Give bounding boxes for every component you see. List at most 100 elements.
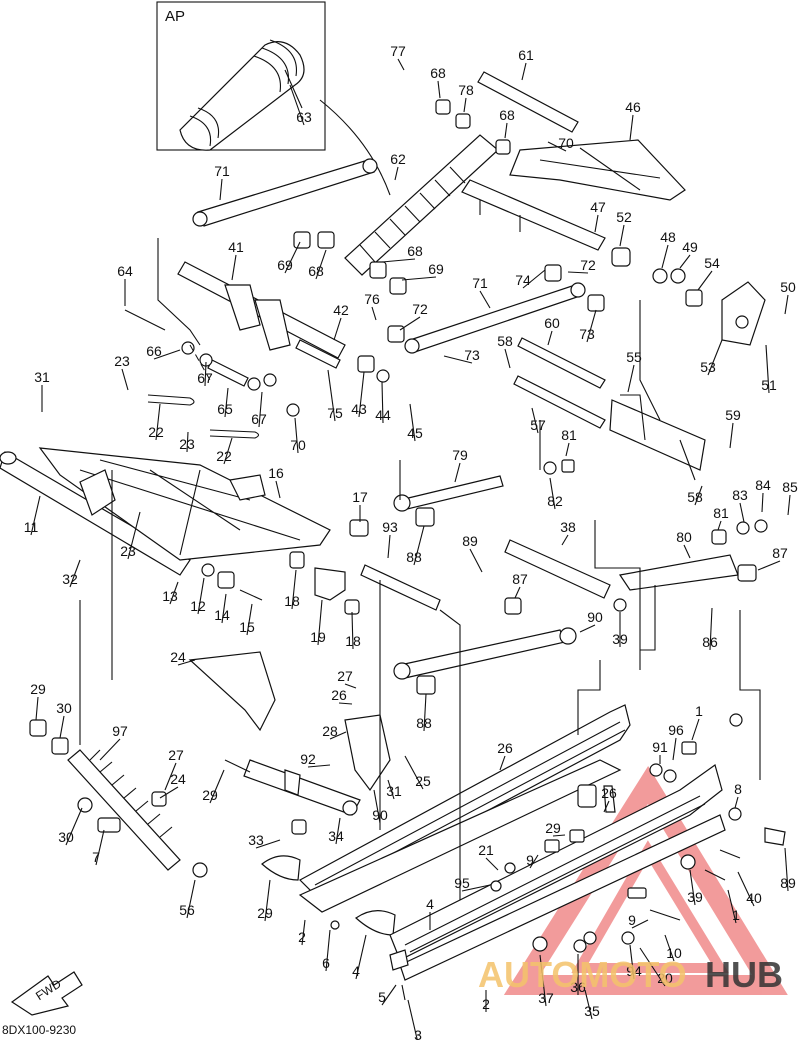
callout-leader: [661, 244, 669, 269]
callout: 62: [390, 151, 406, 181]
callout-leader: [547, 141, 567, 152]
callout: 90: [372, 789, 388, 824]
callout-number: 9: [628, 912, 636, 928]
callout: 84: [755, 477, 771, 513]
callout-leader: [264, 879, 271, 922]
callout-number: 68: [308, 263, 324, 279]
callout-leader: [737, 871, 755, 907]
callout-number: 70: [290, 437, 306, 453]
callout-number: 82: [547, 493, 563, 509]
callout: 23: [120, 511, 141, 560]
callout: 27: [164, 747, 184, 791]
callout: 68: [381, 243, 423, 263]
callout: 68: [430, 65, 446, 99]
callout-leader: [59, 715, 65, 739]
callout-number: 81: [561, 427, 577, 443]
callout-leader: [197, 577, 205, 615]
callout-number: 86: [702, 634, 718, 650]
callout: 43: [351, 371, 367, 418]
callout-leader: [99, 738, 121, 761]
callout-number: 29: [545, 820, 561, 836]
callout-leader: [255, 839, 281, 849]
callout-number: 67: [251, 411, 267, 427]
callout: 24: [170, 649, 196, 666]
callout-number: 16: [268, 465, 284, 481]
callout-leader: [514, 586, 521, 599]
callout: 78: [458, 82, 474, 113]
callout: 26: [601, 785, 617, 813]
callout-leader: [358, 371, 365, 418]
callout-number: 97: [112, 723, 128, 739]
callout: 22: [216, 437, 233, 465]
callout-number: 84: [755, 477, 771, 493]
callout-number: 29: [30, 681, 46, 697]
callout: 31: [34, 369, 50, 412]
callout-number: 90: [372, 807, 388, 823]
callout: 53: [700, 339, 723, 376]
callout-leader: [485, 857, 499, 871]
callout-leader: [127, 511, 141, 560]
callout-number: 93: [382, 519, 398, 535]
callout: 92: [300, 751, 331, 768]
callout: 55: [626, 349, 642, 393]
callout: 87: [757, 545, 788, 571]
callout-number: 19: [310, 629, 326, 645]
callout-number: 80: [676, 529, 692, 545]
callout-number: 54: [704, 255, 720, 271]
callout-leader: [443, 355, 473, 364]
callout-leader: [186, 431, 189, 453]
callout: 95: [454, 875, 491, 892]
callout-number: 56: [179, 902, 195, 918]
callout: 57: [530, 407, 546, 434]
callout-number: 31: [386, 783, 402, 799]
callout-number: 81: [713, 505, 729, 521]
callout-number: 90: [587, 609, 603, 625]
callout: 9: [628, 912, 649, 929]
callout-number: 77: [390, 43, 406, 59]
callout-number: 47: [590, 199, 606, 215]
callout: 96: [668, 722, 684, 761]
callout-leader: [679, 254, 691, 269]
callout-leader: [727, 889, 737, 924]
callout-leader: [371, 306, 377, 321]
callout-leader: [504, 348, 511, 369]
callout-number: 22: [148, 424, 164, 440]
callout-leader: [413, 525, 425, 566]
callout-leader: [619, 224, 625, 247]
callout-number: 75: [327, 405, 343, 421]
callout-number: 71: [472, 275, 488, 291]
callout: 24: [159, 771, 186, 799]
callout: 1: [691, 703, 703, 741]
callout-number: 27: [337, 668, 353, 684]
callout-leader: [594, 214, 599, 233]
callout-leader: [734, 796, 739, 809]
callout-number: 55: [626, 349, 642, 365]
callout-leader: [691, 718, 700, 741]
callout: 19: [310, 599, 326, 646]
callout: 81: [713, 505, 729, 531]
callout-number: 72: [412, 301, 428, 317]
callout-number: 68: [407, 243, 423, 259]
fwd-arrow-icon: FWD: [10, 971, 83, 1016]
callout-number: 66: [146, 343, 162, 359]
callout-number: 49: [682, 239, 698, 255]
callout: 39: [612, 612, 628, 647]
callout-leader: [155, 403, 161, 441]
callout-leader: [629, 944, 635, 980]
callout-number: 95: [454, 875, 470, 891]
callout: 34: [328, 817, 344, 845]
callout-number: 34: [328, 828, 344, 844]
callout: 16: [268, 465, 284, 499]
callout-leader: [317, 599, 323, 646]
callout-number: 85: [782, 479, 798, 495]
callout-number: 65: [217, 401, 233, 417]
callout-number: 7: [92, 849, 100, 865]
callout: 71: [472, 275, 491, 309]
callout-leader: [539, 954, 547, 1007]
callout-number: 76: [364, 291, 380, 307]
callout: 38: [560, 519, 576, 546]
callout-number: 63: [296, 109, 312, 125]
callout: 1: [727, 889, 740, 924]
